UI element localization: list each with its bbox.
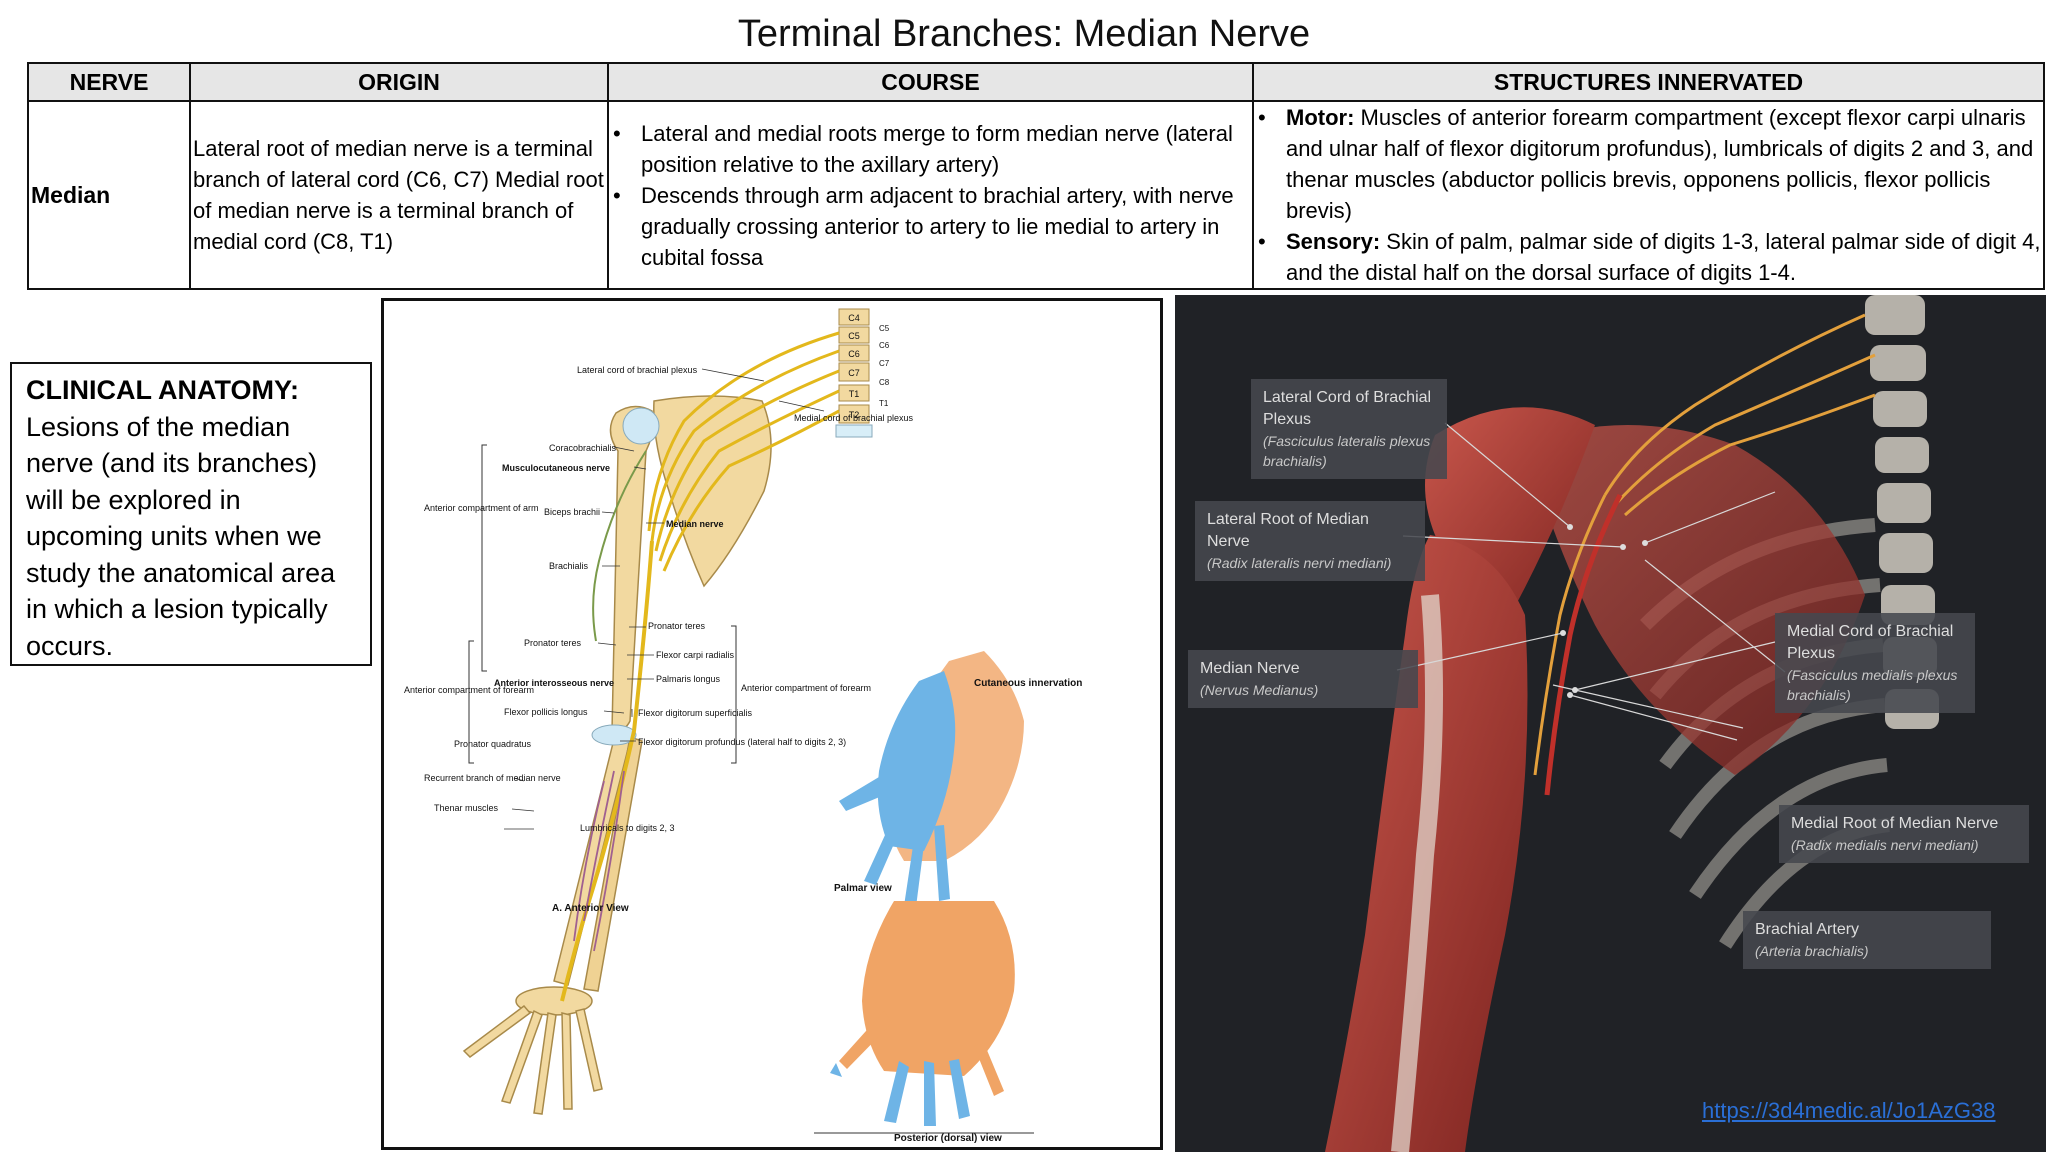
clinical-heading: CLINICAL ANATOMY: xyxy=(26,375,299,405)
callout-lateral-root-name: Lateral Root of Median Nerve xyxy=(1207,511,1369,550)
callout-medial-cord: Medial Cord of Brachial Plexus (Fascicul… xyxy=(1775,613,1975,713)
callout-median-nerve-name: Median Nerve xyxy=(1200,660,1300,677)
label-posterior-view: Posterior (dorsal) view xyxy=(894,1133,1002,1144)
motor-item: Motor: Muscles of anterior forearm compa… xyxy=(1256,102,2041,226)
callout-lateral-root-latin: (Radix lateralis nervi mediani) xyxy=(1207,555,1392,571)
label-palmaris: Palmaris longus xyxy=(656,674,721,684)
clinical-anatomy-box: CLINICAL ANATOMY: Lesions of the median … xyxy=(10,362,372,666)
header-origin: ORIGIN xyxy=(189,62,609,102)
humerus xyxy=(609,405,654,733)
forearm-branches xyxy=(573,770,625,952)
label-fpl: Flexor pollicis longus xyxy=(504,707,588,717)
label-lumbricals: Lumbricals to digits 2, 3 xyxy=(580,823,675,833)
spine-label-c6: C6 xyxy=(848,349,860,359)
label-pronator-teres-left: Pronator teres xyxy=(524,638,582,648)
origin-cell: Lateral root of median nerve is a termin… xyxy=(189,100,609,290)
label-anterior-arm: Anterior compartment of arm xyxy=(424,503,539,513)
palmar-hand xyxy=(839,651,1024,907)
median-nerve-anatomy-illustration: C4 C5 C6 C7 T1 T2 C5 C6 C7 C8 T1 xyxy=(381,298,1163,1150)
nerve-table: NERVE ORIGIN COURSE STRUCTURES INNERVATE… xyxy=(27,62,2045,290)
callout-brachial-artery-name: Brachial Artery xyxy=(1755,921,1860,938)
callout-brachial-artery: Brachial Artery (Arteria brachialis) xyxy=(1743,911,1991,969)
sensory-label: Sensory: xyxy=(1286,229,1381,254)
course-item: Descends through arm adjacent to brachia… xyxy=(611,180,1250,273)
median-nerve-3d-render: Lateral Cord of Brachial Plexus (Fascicu… xyxy=(1175,295,2046,1152)
label-anterior-forearm-right: Anterior compartment of forearm xyxy=(741,683,871,693)
callout-medial-root: Medial Root of Median Nerve (Radix media… xyxy=(1779,805,2029,863)
course-cell: Lateral and medial roots merge to form m… xyxy=(607,100,1254,290)
label-fds: Flexor digitorum superficialis xyxy=(638,708,753,718)
vertebral-column xyxy=(835,308,873,438)
sensory-text: Skin of palm, palmar side of digits 1-3,… xyxy=(1286,229,2041,285)
page-title: Terminal Branches: Median Nerve xyxy=(737,13,1311,55)
label-musculocutaneous: Musculocutaneous nerve xyxy=(502,463,610,473)
brachial-artery-render xyxy=(1544,493,1623,796)
clinical-text: Lesions of the median nerve (and its bra… xyxy=(26,411,336,661)
callout-lateral-cord-name: Lateral Cord of Brachial Plexus xyxy=(1263,389,1432,428)
table-row: Median Lateral root of median nerve is a… xyxy=(27,100,2045,290)
label-anterior-forearm-left: Anterior compartment of forearm xyxy=(404,685,534,695)
label-lateral-cord: Lateral cord of brachial plexus xyxy=(577,365,698,375)
callout-lateral-cord: Lateral Cord of Brachial Plexus (Fascicu… xyxy=(1251,379,1447,479)
median-nerve-path xyxy=(560,540,654,1002)
root-label-c6: C6 xyxy=(879,341,890,350)
callout-medial-cord-name: Medial Cord of Brachial Plexus xyxy=(1787,623,1954,662)
header-course: COURSE xyxy=(607,62,1254,102)
motor-label: Motor: xyxy=(1286,105,1355,130)
label-anterior-interosseous: Anterior interosseous nerve xyxy=(494,678,614,688)
callout-brachial-artery-latin: (Arteria brachialis) xyxy=(1755,943,1869,959)
scapula xyxy=(653,395,772,588)
callout-median-nerve: Median Nerve (Nervus Medianus) xyxy=(1188,650,1418,708)
bracket-lines xyxy=(468,444,737,764)
source-link[interactable]: https://3d4medic.al/Jo1AzG38 xyxy=(1702,1098,1996,1123)
spine-label-c7: C7 xyxy=(848,368,860,378)
label-coracobrachialis: Coracobrachialis xyxy=(549,443,617,453)
spine-label-t1: T1 xyxy=(849,389,860,399)
callout-medial-root-latin: (Radix medialis nervi mediani) xyxy=(1791,837,1979,853)
label-biceps: Biceps brachii xyxy=(544,507,600,517)
spine-label-c5: C5 xyxy=(848,331,860,341)
hand-skeleton xyxy=(462,986,603,1115)
root-label-c5: C5 xyxy=(879,324,890,333)
root-label-c8: C8 xyxy=(879,378,890,387)
brachial-plexus-nerves xyxy=(647,331,840,572)
label-thenar: Thenar muscles xyxy=(434,803,499,813)
nerve-name-cell: Median xyxy=(27,100,191,290)
structures-cell: Motor: Muscles of anterior forearm compa… xyxy=(1252,100,2045,290)
leader-lines xyxy=(504,368,825,830)
render-svg xyxy=(1325,295,1939,1152)
callout-lateral-cord-latin: (Fasciculus lateralis plexus brachialis) xyxy=(1263,433,1431,469)
table-header-row: NERVE ORIGIN COURSE STRUCTURES INNERVATE… xyxy=(27,62,2045,102)
root-label-t1: T1 xyxy=(879,399,889,408)
label-anterior-view: A. Anterior View xyxy=(552,903,629,914)
callout-medial-cord-latin: (Fasciculus medialis plexus brachialis) xyxy=(1787,667,1958,703)
brachial-plexus-render xyxy=(1533,313,1876,776)
label-fdp: Flexor digitorum profundus (lateral half… xyxy=(638,737,846,747)
header-structures: STRUCTURES INNERVATED xyxy=(1252,62,2045,102)
header-nerve: NERVE xyxy=(27,62,191,102)
label-median-nerve: Median nerve xyxy=(666,519,724,529)
spine-label-t2: T2 xyxy=(849,410,860,420)
label-medial-cord: Medial cord of brachial plexus xyxy=(794,413,914,423)
nerve-junction-dots xyxy=(1560,524,1648,698)
callout-median-nerve-latin: (Nervus Medianus) xyxy=(1200,682,1319,698)
musculocutaneous-nerve-path xyxy=(592,450,647,642)
callout-lateral-root: Lateral Root of Median Nerve (Radix late… xyxy=(1195,501,1425,581)
label-brachialis: Brachialis xyxy=(549,561,589,571)
label-fcr: Flexor carpi radialis xyxy=(656,650,735,660)
sensory-item: Sensory: Skin of palm, palmar side of di… xyxy=(1256,226,2041,288)
spine-label-c4: C4 xyxy=(848,313,860,323)
label-cutaneous-innervation: Cutaneous innervation xyxy=(974,678,1082,689)
callout-leader-lines xyxy=(1396,422,1786,741)
dorsal-hand xyxy=(830,901,1015,1126)
label-palmar-view: Palmar view xyxy=(834,883,892,894)
label-pronator-quadratus: Pronator quadratus xyxy=(454,739,532,749)
arm-illustration-svg: C4 C5 C6 C7 T1 T2 C5 C6 C7 C8 T1 xyxy=(404,308,1082,1144)
course-item: Lateral and medial roots merge to form m… xyxy=(611,118,1250,180)
label-recurrent-branch: Recurrent branch of median nerve xyxy=(424,773,561,783)
label-pronator-teres-right: Pronator teres xyxy=(648,621,706,631)
motor-text: Muscles of anterior forearm compartment … xyxy=(1286,105,2034,223)
root-label-c7: C7 xyxy=(879,359,890,368)
callout-medial-root-name: Medial Root of Median Nerve xyxy=(1791,815,1999,832)
